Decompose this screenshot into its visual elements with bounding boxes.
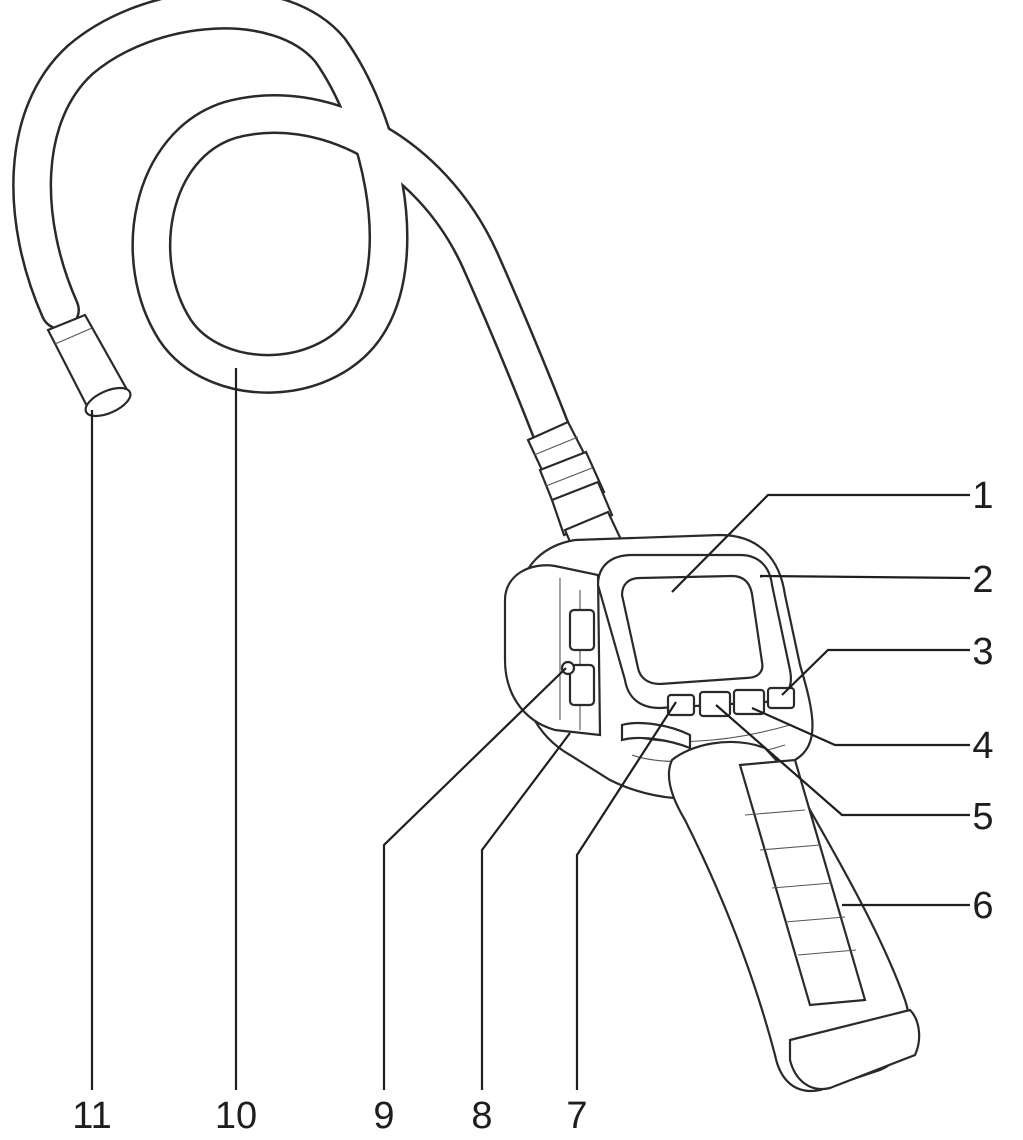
- leader-line-1: [671, 493, 970, 593]
- callout-labels: 1 2 3 4 5 6 7 8 9 10 11: [72, 475, 993, 1137]
- leader-line-9: [382, 667, 567, 1090]
- leader-line-5: [715, 704, 970, 817]
- callout-label-4: 4: [972, 725, 993, 767]
- callout-label-11: 11: [72, 1095, 111, 1137]
- callout-label-2: 2: [972, 559, 993, 601]
- leader-line-7: [575, 701, 677, 1090]
- callout-label-10: 10: [215, 1095, 257, 1137]
- leader-line-8: [480, 732, 571, 1090]
- callout-label-6: 6: [972, 885, 993, 927]
- leader-line-3: [781, 648, 970, 696]
- callout-label-3: 3: [972, 631, 993, 673]
- callout-label-7: 7: [566, 1095, 587, 1137]
- camera-head: [46, 313, 132, 418]
- callout-label-1: 1: [972, 475, 993, 517]
- leader-line-2: [759, 574, 971, 580]
- leader-line-4: [751, 706, 970, 747]
- callout-label-5: 5: [972, 796, 993, 838]
- leader-lines: [90, 368, 971, 1090]
- callout-label-9: 9: [373, 1095, 394, 1137]
- callout-label-8: 8: [471, 1095, 492, 1137]
- handle-body: [503, 533, 921, 1093]
- gooseneck-cable: [12, 0, 608, 550]
